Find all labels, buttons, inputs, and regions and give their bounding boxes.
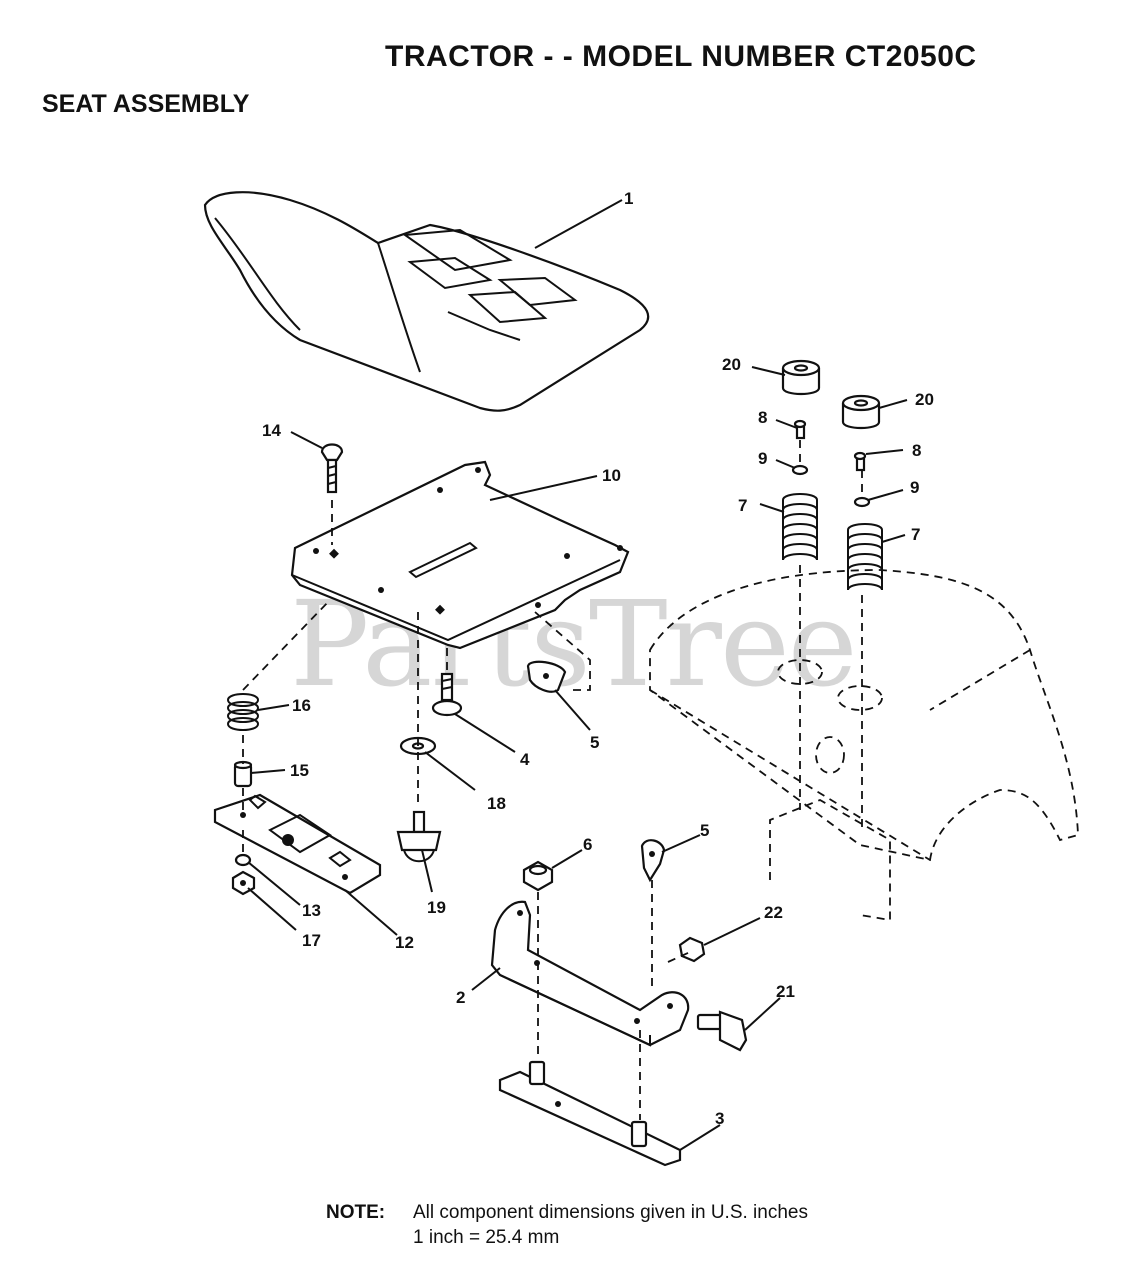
callout-22: 22 (764, 903, 783, 922)
page-title: TRACTOR - - MODEL NUMBER CT2050C (385, 40, 977, 73)
callout-13: 13 (302, 901, 321, 920)
callout-17: 17 (302, 931, 321, 950)
callout-5-upper: 5 (590, 733, 599, 752)
callout-19: 19 (427, 898, 446, 917)
bushing (233, 760, 253, 788)
note-text: All component dimensions given in U.S. i… (413, 1202, 808, 1223)
spring-left (782, 493, 818, 561)
lock-nut (678, 936, 706, 963)
callout-5-lower: 5 (700, 821, 709, 840)
spring-clip-lower (640, 839, 666, 883)
spring-clip-upper (526, 660, 567, 693)
spacer-right (841, 394, 881, 430)
callout-20-right: 20 (915, 390, 934, 409)
spring-right (847, 523, 883, 591)
callout-7-left: 7 (738, 496, 747, 515)
leader-lines (247, 199, 908, 1151)
callout-10: 10 (602, 466, 621, 485)
callout-1: 1 (624, 189, 633, 208)
slide-plate (213, 793, 382, 895)
note-label: NOTE: (326, 1202, 386, 1223)
callout-16: 16 (292, 696, 311, 715)
washer-nut (231, 853, 256, 896)
carriage-bolt (320, 443, 344, 494)
callout-18: 18 (487, 794, 506, 813)
callout-15: 15 (290, 761, 309, 780)
section-title: SEAT ASSEMBLY (42, 90, 250, 118)
callout-9-left: 9 (758, 449, 767, 468)
callout-labels: 1 20 20 8 8 9 9 7 7 14 10 16 15 4 5 18 1… (262, 189, 934, 1128)
base-plate (498, 1060, 682, 1167)
alignment-lines (242, 440, 863, 1120)
callout-7-right: 7 (911, 525, 920, 544)
seat-pan (290, 460, 630, 650)
spring-small (227, 693, 260, 731)
callout-21: 21 (776, 982, 795, 1001)
seat (203, 191, 650, 412)
seat-bracket (490, 900, 690, 1047)
callout-20-left: 20 (722, 355, 741, 374)
fender-outline (649, 569, 1079, 922)
callout-6: 6 (583, 835, 592, 854)
adjust-knob (396, 810, 442, 863)
hex-bolt (696, 1010, 748, 1052)
callout-2: 2 (456, 988, 465, 1007)
note-conversion: 1 inch = 25.4 mm (413, 1227, 560, 1248)
screws-washers (791, 419, 871, 508)
hex-nut (522, 860, 554, 892)
callout-8-left: 8 (758, 408, 767, 427)
callout-8-right: 8 (912, 441, 921, 460)
callout-14: 14 (262, 421, 281, 440)
spacer-left (781, 359, 821, 396)
callout-9-right: 9 (910, 478, 919, 497)
callout-3: 3 (715, 1109, 724, 1128)
callout-12: 12 (395, 933, 414, 952)
callout-4: 4 (520, 750, 530, 769)
shoulder-bolt (431, 672, 463, 717)
